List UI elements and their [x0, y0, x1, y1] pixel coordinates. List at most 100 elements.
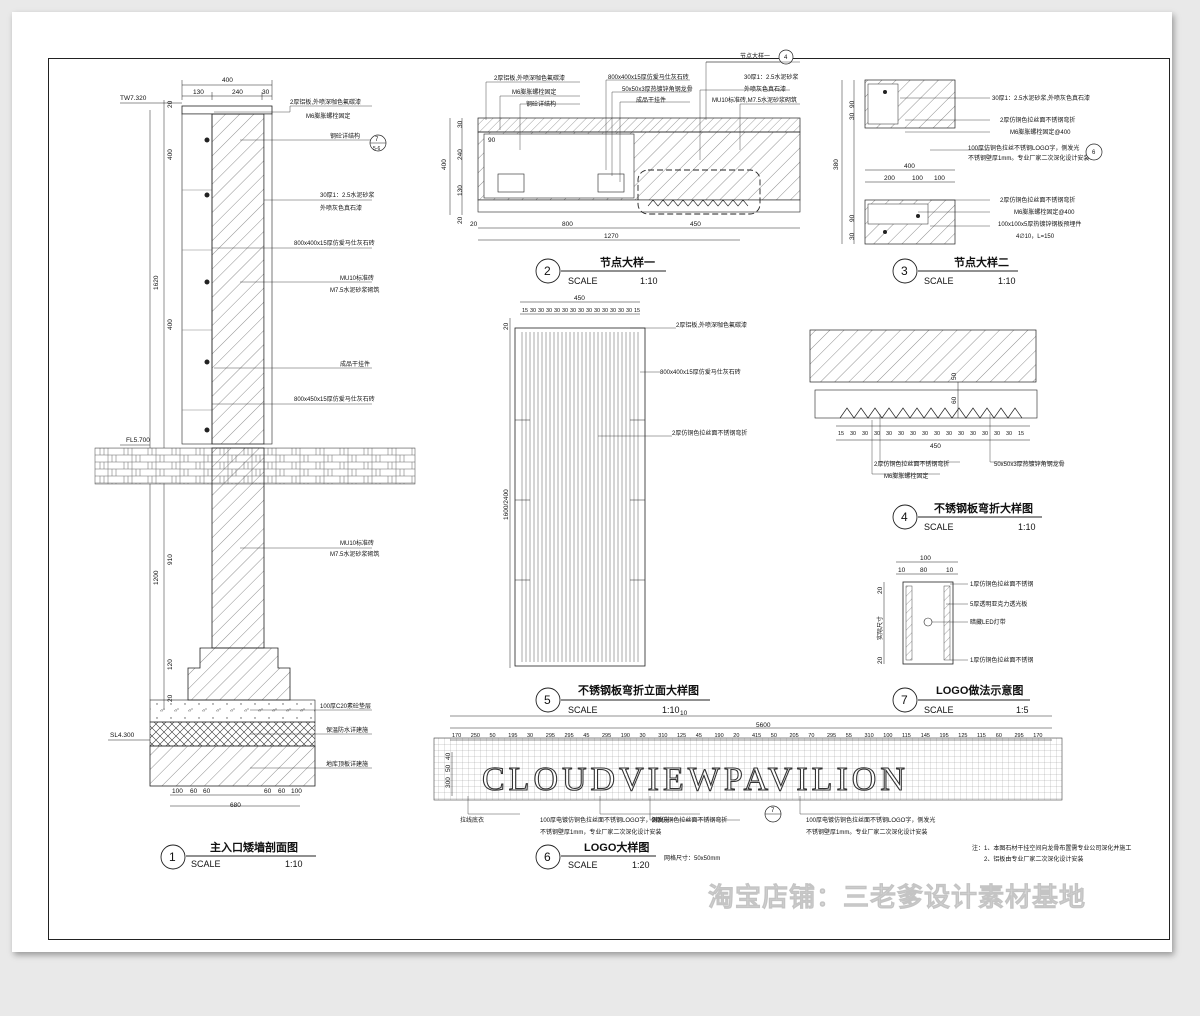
note: 5厚透明亚克力透光板 [970, 600, 1027, 608]
dim-chain-label: 30 [546, 308, 552, 314]
note: 100厚电镀仿铜色拉丝面不锈钢LOGO字，侧发光 [806, 816, 935, 824]
dim-chain-label: 145 [921, 733, 930, 739]
dim-chain-label: 170 [1033, 733, 1042, 739]
dim-chain-label: 15 [838, 431, 844, 437]
dim-v: 240 [457, 149, 464, 160]
detail-number: 5 [544, 693, 551, 707]
dim-chain-label: 30 [970, 431, 976, 437]
dim-h: 100 [920, 555, 931, 562]
dim-chain-label: 195 [940, 733, 949, 739]
note: 2厚仿铜色拉丝面不锈钢弯折 [1000, 116, 1075, 124]
note: M6膨胀螺栓固定 [884, 472, 928, 480]
scale-value: 1:10 [1018, 522, 1036, 532]
dim-h: 200 [884, 175, 895, 182]
detail-number: 3 [901, 264, 908, 278]
dim-chain-label: 295 [1015, 733, 1024, 739]
dim-left: 1200 [153, 570, 160, 585]
logo-method-detail-7: 100 10 80 10 20 20 实际尺寸 1厚仿铜色拉丝面不锈钢 5厚透明… [876, 555, 1033, 715]
detail-title: 节点大样二 [954, 255, 1009, 269]
dim-v: 90 [849, 214, 856, 222]
detail-number: 4 [901, 510, 908, 524]
scale-value: 1:5 [1016, 705, 1029, 715]
note: 外喷灰色真石漆 [744, 85, 786, 93]
scale-label: SCALE [191, 859, 221, 869]
watermark: 淘宝店铺：三老爹设计素材基地 [708, 882, 1086, 913]
dim-v: 20 [877, 586, 884, 594]
note: 钢砼详结构 [330, 132, 360, 140]
detail-number: 2 [544, 264, 551, 278]
dim-chain-label: 30 [618, 308, 624, 314]
dim-h: 90 [488, 137, 496, 144]
detail-title: 主入口矮墙剖面图 [210, 840, 298, 854]
level-top: TW7.320 [120, 95, 147, 102]
note: M6膨胀螺栓固定 [512, 88, 556, 96]
note: 不锈钢壁厚1mm。专业厂家二次深化设计安装 [968, 154, 1089, 162]
dim-chain-label: 30 [626, 308, 632, 314]
scale-value: 1:10 [640, 276, 658, 286]
dim-chain-label: 30 [874, 431, 880, 437]
dim-bottom: 60 [278, 788, 286, 795]
dim-v: 130 [457, 185, 464, 196]
dim-chain-label: 45 [583, 733, 589, 739]
note: 保温防水详建施 [326, 726, 368, 734]
dim-chain-label: 190 [621, 733, 630, 739]
note: 800x450x15厚仿爱马仕灰石砖 [294, 395, 375, 403]
detail-ref-bubble[interactable] [1085, 143, 1103, 161]
dim-bottom: 100 [172, 788, 183, 795]
dim-top-total: 400 [222, 77, 233, 84]
drawing-frame [48, 58, 1170, 940]
logo-total-dim: 5600 [756, 722, 771, 729]
ref-number: 7 [375, 137, 379, 143]
section-detail-1: 400 130 240 30 20 400 1620 400 50 910 12… [94, 77, 416, 870]
dim-h: 400 [904, 163, 915, 170]
note: 100x100x5厚热镀锌钢板预埋件 [998, 220, 1081, 228]
dim-left: 20 [167, 100, 174, 108]
dim-h: 100 [934, 175, 945, 182]
note: 30厚1：2.5水泥砂浆 [320, 191, 374, 199]
note: 30厚1：2.5水泥砂浆,外喷灰色真石漆 [992, 94, 1090, 102]
dim-chain-label: 30 [1006, 431, 1012, 437]
dim-left: 910 [167, 554, 174, 565]
scale-label: SCALE [568, 860, 598, 870]
dim-chain-label: 70 [808, 733, 814, 739]
ref-number: 6 [1092, 150, 1096, 156]
note: 800x400x15厚仿爱马仕灰石砖 [608, 73, 689, 81]
dim-v: 50 [951, 372, 958, 380]
detail-title: LOGO大样图 [584, 840, 649, 854]
dim-chain-label: 125 [677, 733, 686, 739]
dim-chain-label: 295 [602, 733, 611, 739]
note: 2厚仿铜色拉丝面不锈钢弯折 [652, 816, 727, 824]
detail-number-bubble [892, 504, 918, 530]
node-detail-3: 30 90 380 90 30 400 200 100 100 30厚1：2.5… [833, 79, 1103, 286]
dim-left: 120 [167, 659, 174, 670]
note: M7.5水泥砂浆砌筑 [330, 550, 379, 558]
dim-top: 240 [232, 89, 243, 96]
ref-number: 7 [771, 808, 775, 814]
note: 50x50x3厚热镀锌角钢龙骨 [994, 460, 1065, 468]
note: MU10标准砖 [340, 274, 374, 282]
scale-label: SCALE [568, 705, 598, 715]
general-note: 2、铝板由专业厂家二次深化设计安装 [984, 855, 1083, 863]
dim-chain-label: 30 [934, 431, 940, 437]
dim-left: 400 [167, 319, 174, 330]
detail-title: 不锈钢板弯折大样图 [934, 501, 1033, 515]
dim-chain-label: 30 [994, 431, 1000, 437]
dim-chain-label: 190 [715, 733, 724, 739]
detail-ref-bubble[interactable] [778, 49, 794, 65]
dim-h-total: 1270 [604, 233, 619, 240]
dim-v: 20 [457, 216, 464, 224]
node-detail-2: 30 240 130 20 400 20 90 800 450 1270 2厚铝… [441, 49, 801, 286]
dim-chain-label: 415 [752, 733, 761, 739]
level-bottom: SL4.300 [110, 732, 135, 739]
note: 2厚仿铜色拉丝面不锈钢弯折 [672, 429, 747, 437]
scale-value: 1:10 [998, 276, 1016, 286]
note: 100厚C20素砼垫层 [320, 702, 371, 710]
dim-chain-label: 30 [910, 431, 916, 437]
dim-chain-label: 310 [658, 733, 667, 739]
note: 4∅10，L=150 [1016, 233, 1055, 240]
detail-number-bubble [535, 687, 561, 713]
scale-label: SCALE [568, 276, 598, 286]
